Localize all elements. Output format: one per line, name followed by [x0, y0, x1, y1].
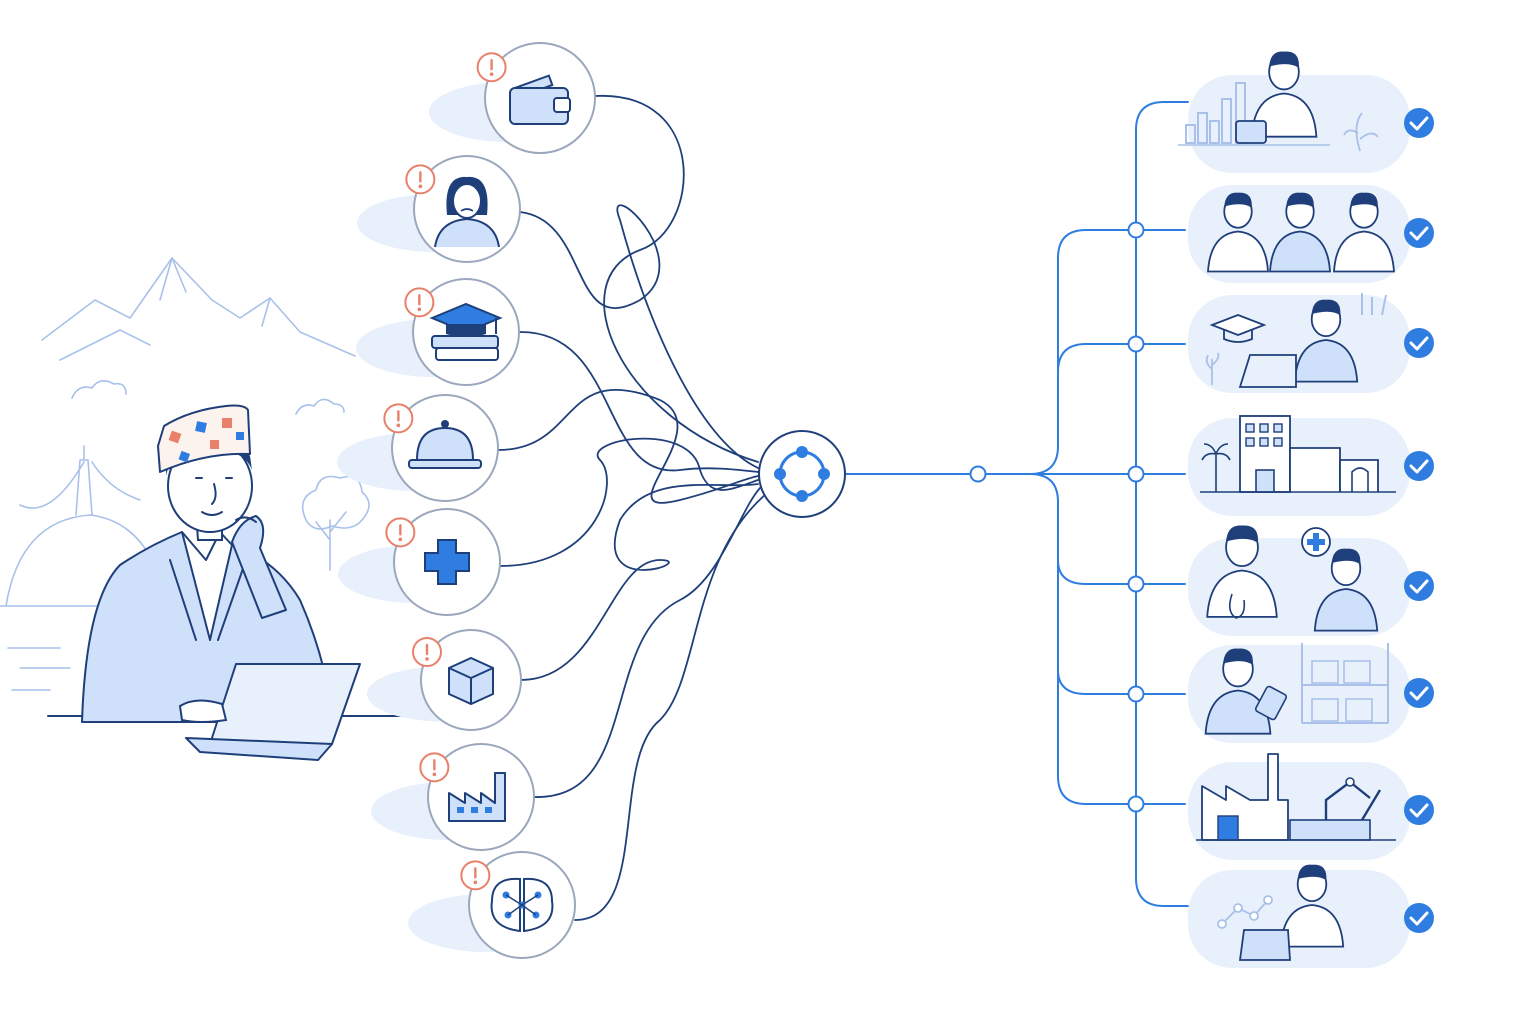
branch-5 [1057, 559, 1186, 585]
trunk-node-1 [1127, 221, 1145, 239]
solution-item-1[interactable] [1178, 51, 1434, 173]
check-icon [1404, 451, 1434, 481]
alert-icon [404, 287, 435, 318]
solution-bus-lines [844, 101, 1189, 907]
challenge-column [337, 42, 596, 959]
medical-cross-icon [424, 539, 470, 585]
alert-icon [460, 860, 491, 891]
check-icon [1404, 795, 1434, 825]
branch-lower [1029, 473, 1186, 805]
tangled-connector-6 [520, 483, 759, 681]
alert-icon [383, 403, 414, 434]
mountain-range [41, 257, 356, 361]
solution-item-5[interactable] [1188, 525, 1434, 636]
solution-item-4[interactable] [1188, 415, 1434, 516]
solution-item-8[interactable] [1188, 864, 1434, 968]
challenge-item-8[interactable] [408, 851, 576, 959]
challenge-item-2[interactable] [357, 155, 521, 263]
dhaka-topi-hat [157, 404, 251, 473]
trunk-node-4 [1127, 575, 1145, 593]
prayer-flags [19, 461, 141, 509]
thinking-man-with-laptop [47, 404, 401, 761]
service-bell-icon [408, 420, 482, 469]
clouds [71, 380, 345, 415]
background-landscape [0, 257, 370, 691]
challenge-item-1[interactable] [429, 42, 596, 154]
wallet-icon [509, 74, 571, 125]
doctor-patient-scene [1206, 525, 1379, 632]
check-icon [1404, 218, 1434, 248]
tangled-connector-4 [497, 388, 759, 504]
brain-circuit-icon [490, 877, 554, 933]
junction-node [969, 465, 987, 483]
challenge-item-4[interactable] [337, 394, 499, 502]
check-icon [1404, 571, 1434, 601]
tangled-connector-5 [499, 437, 759, 567]
manufacturing-robot-scene [1196, 753, 1396, 841]
team-people-scene [1207, 192, 1395, 273]
tangled-connector-2 [519, 204, 759, 469]
alert-icon [385, 517, 416, 548]
challenge-item-5[interactable] [338, 508, 501, 616]
worried-woman-icon [434, 176, 500, 248]
ai-data-scene [1217, 864, 1345, 961]
solution-item-6[interactable] [1188, 643, 1434, 743]
network-hub-icon[interactable] [758, 430, 846, 518]
alert-icon [405, 164, 436, 195]
hospitality-buildings-scene [1200, 415, 1396, 493]
alert-icon [476, 52, 507, 83]
challenge-item-3[interactable] [356, 278, 520, 386]
tangled-connector-8 [574, 493, 767, 921]
tangled-connector-7 [533, 487, 761, 798]
tangled-connector-3 [518, 331, 759, 473]
check-icon [1404, 903, 1434, 933]
check-icon [1404, 108, 1434, 138]
alert-icon [419, 752, 450, 783]
challenge-item-7[interactable] [371, 743, 535, 851]
check-icon [1404, 328, 1434, 358]
solution-column [1178, 51, 1434, 968]
tree [301, 475, 370, 571]
trunk-node-6 [1127, 795, 1145, 813]
trunk-line [1135, 101, 1189, 907]
factory-icon [448, 772, 506, 822]
solution-item-7[interactable] [1188, 753, 1434, 860]
branch-3 [1057, 343, 1186, 373]
branch-upper [1029, 229, 1186, 475]
lake-lines [7, 647, 71, 691]
check-icon [1404, 678, 1434, 708]
package-box-icon [448, 656, 494, 706]
graduation-cap-books-icon [429, 302, 503, 361]
alert-icon [412, 637, 442, 667]
tangled-connector-1 [594, 95, 759, 463]
warehouse-logistics-scene [1204, 643, 1389, 735]
solution-item-3[interactable] [1188, 293, 1434, 393]
online-education-scene [1205, 293, 1387, 388]
business-growth-scene [1178, 51, 1379, 152]
trunk-node-3 [1127, 465, 1145, 483]
branch-6 [1057, 669, 1186, 695]
challenge-item-6[interactable] [367, 629, 522, 731]
trunk-node-2 [1127, 335, 1145, 353]
trunk-node-5 [1127, 685, 1145, 703]
solution-item-2[interactable] [1188, 185, 1434, 283]
tangled-connectors [497, 95, 767, 921]
